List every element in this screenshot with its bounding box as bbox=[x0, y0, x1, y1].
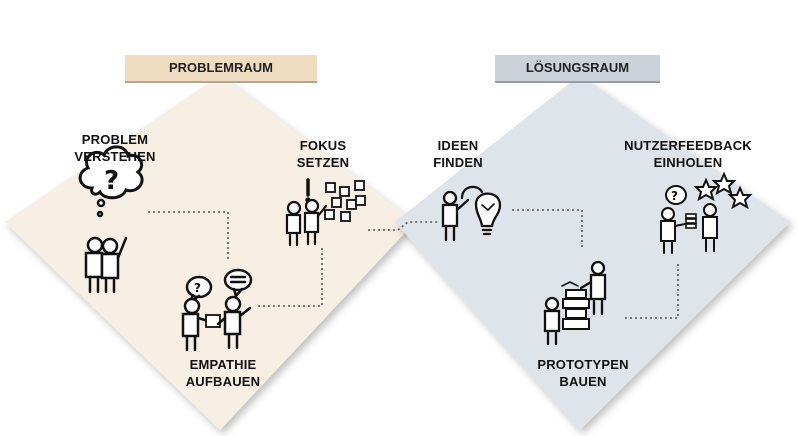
connector-focus-to-ideas bbox=[368, 221, 440, 231]
solution-space-diamond bbox=[395, 75, 790, 430]
step-ideas-label: IDEEN FINDEN bbox=[418, 137, 498, 171]
solution-space-header: LÖSUNGSRAUM bbox=[495, 55, 660, 83]
svg-text:?: ? bbox=[194, 281, 201, 295]
thought-bubble-question-icon: ? bbox=[78, 145, 144, 294]
step-problem-understand-line1: PROBLEM bbox=[81, 132, 149, 147]
step-prototype-line2: BAUEN bbox=[559, 374, 607, 389]
step-focus-line2: SETZEN bbox=[296, 155, 350, 170]
step-ideas-line2: FINDEN bbox=[433, 155, 483, 170]
connector-ideas-to-prototype bbox=[512, 209, 583, 250]
svg-text:?: ? bbox=[671, 189, 678, 203]
connector-prototype-to-feedback bbox=[625, 262, 679, 319]
sticky-notes-people-icon bbox=[285, 178, 366, 247]
step-problem-understand-line2: VERSTEHEN bbox=[74, 149, 156, 164]
step-prototype-label: PROTOTYPEN BAUEN bbox=[528, 356, 638, 390]
building-blocks-people-icon bbox=[543, 260, 607, 346]
step-empathy-line1: EMPATHIE bbox=[189, 357, 257, 372]
conversation-people-icon: ? bbox=[181, 268, 253, 352]
step-feedback-line2: EINHOLEN bbox=[653, 155, 723, 170]
problem-space-header: PROBLEMRAUM bbox=[125, 55, 317, 83]
lightbulb-person-icon bbox=[441, 185, 502, 242]
step-problem-understand-label: PROBLEM VERSTEHEN bbox=[70, 131, 160, 165]
step-focus-line1: FOKUS bbox=[299, 138, 347, 153]
dotted-connectors bbox=[148, 209, 679, 319]
step-ideas-line1: IDEEN bbox=[437, 138, 479, 153]
step-feedback-line1: NUTZERFEEDBACK bbox=[624, 138, 752, 153]
connector-empathy-to-focus bbox=[258, 248, 323, 307]
step-empathy-label: EMPATHIE AUFBAUEN bbox=[178, 356, 268, 390]
step-empathy-line2: AUFBAUEN bbox=[185, 374, 261, 389]
step-feedback-label: NUTZERFEEDBACK EINHOLEN bbox=[618, 137, 758, 171]
connector-problem-to-empathy bbox=[148, 211, 229, 262]
step-focus-label: FOKUS SETZEN bbox=[278, 137, 368, 171]
svg-text:?: ? bbox=[104, 166, 119, 196]
feedback-stars-people-icon: ? bbox=[660, 171, 753, 254]
step-prototype-line1: PROTOTYPEN bbox=[537, 357, 629, 372]
